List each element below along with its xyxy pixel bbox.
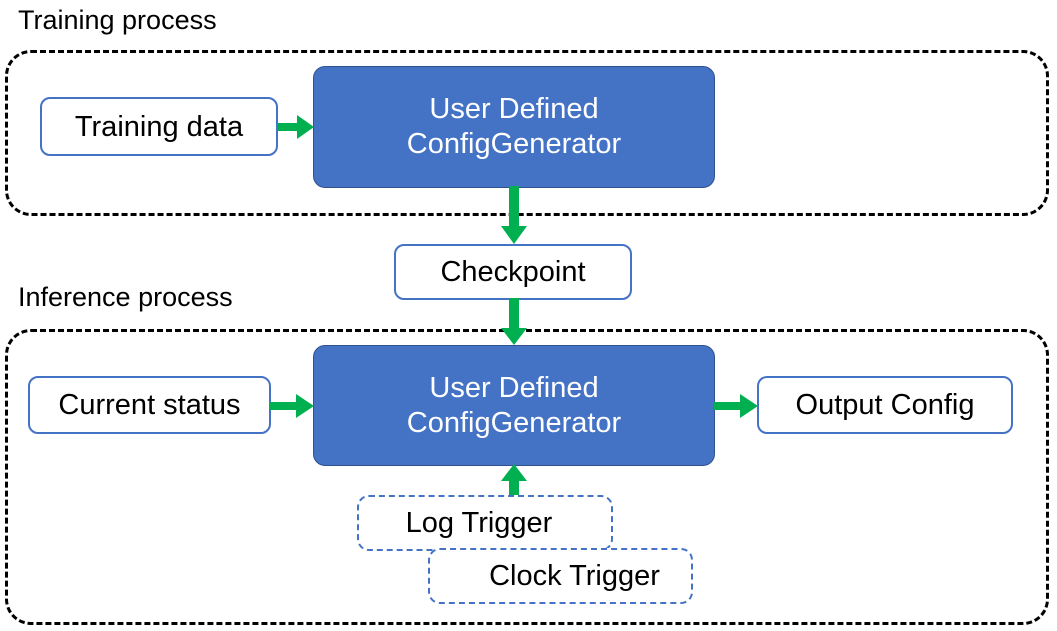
- node-output-config-label: Output Config: [795, 389, 975, 421]
- node-current-status-label: Current status: [58, 389, 241, 421]
- training-process-container: [5, 50, 1049, 216]
- node-user-defined-configgenerator-training[interactable]: User Defined ConfigGenerator: [313, 66, 715, 188]
- arrow-training-data-to-configgenerator-icon: [277, 112, 315, 142]
- inference-process-caption: Inference process: [18, 282, 233, 312]
- arrow-checkpoint-to-configgenerator-icon: [499, 298, 529, 347]
- node-checkpoint-label: Checkpoint: [440, 256, 586, 288]
- node-training-data[interactable]: Training data: [40, 97, 278, 156]
- node-current-status[interactable]: Current status: [28, 376, 271, 434]
- node-training-data-label: Training data: [74, 110, 244, 143]
- inference-process-container: [5, 329, 1049, 625]
- arrow-triggers-to-configgenerator-icon: [499, 464, 529, 500]
- node-output-config[interactable]: Output Config: [757, 376, 1013, 434]
- node-clock-trigger[interactable]: Clock Trigger: [428, 548, 693, 604]
- node-udcg-training-line1: User Defined: [429, 93, 599, 125]
- node-udcg-training-line2: ConfigGenerator: [406, 128, 622, 160]
- arrow-current-status-to-configgenerator-icon: [270, 391, 315, 421]
- node-udcg-inference-line2: ConfigGenerator: [406, 406, 622, 439]
- training-process-caption: Training process: [18, 5, 217, 35]
- node-clock-trigger-label: Clock Trigger: [489, 560, 660, 592]
- arrow-configgenerator-to-output-config-icon: [714, 391, 759, 421]
- arrow-configgenerator-to-checkpoint-icon: [499, 186, 529, 246]
- node-checkpoint[interactable]: Checkpoint: [394, 244, 632, 300]
- node-user-defined-configgenerator-inference[interactable]: User Defined ConfigGenerator: [313, 345, 715, 466]
- node-udcg-inference-line1: User Defined: [429, 371, 599, 404]
- node-log-trigger[interactable]: Log Trigger: [357, 495, 613, 551]
- node-log-trigger-label: Log Trigger: [405, 507, 553, 539]
